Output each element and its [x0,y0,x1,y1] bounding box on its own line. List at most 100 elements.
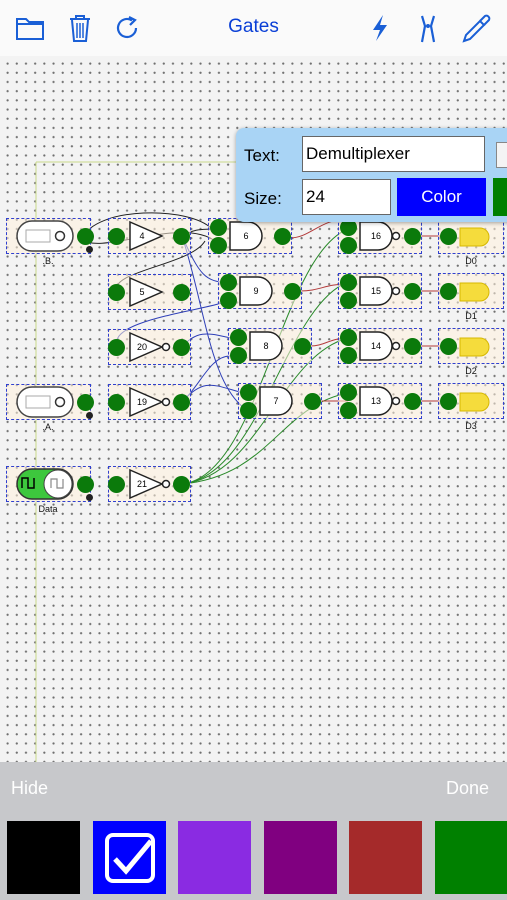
output-pin[interactable] [77,228,94,245]
swatch-purple[interactable] [264,821,337,894]
and-gate[interactable]: 7 [238,383,322,419]
gear-icon[interactable] [86,246,93,253]
text-input[interactable] [302,136,485,172]
not-gate[interactable]: 21 [108,466,191,502]
input-pin[interactable] [340,347,357,364]
input-pin[interactable] [340,329,357,346]
input-pin[interactable] [230,329,247,346]
input-pin[interactable] [340,237,357,254]
input-pin[interactable] [440,228,457,245]
done-button[interactable]: Done [446,778,490,798]
wire-cutter-icon[interactable] [410,10,446,46]
swatch-black[interactable] [7,821,80,894]
input-label: Data [38,504,58,514]
output-pin[interactable] [77,476,94,493]
input-pin[interactable] [240,402,257,419]
led-output-d1[interactable] [438,273,504,309]
clock-input-data[interactable] [6,466,94,502]
nand-gate[interactable]: 15 [338,273,422,309]
input-pin[interactable] [340,219,357,236]
gear-icon[interactable] [86,412,93,419]
input-pin[interactable] [340,402,357,419]
output-pin[interactable] [77,394,94,411]
input-pin[interactable] [108,394,125,411]
input-pin[interactable] [340,292,357,309]
output-pin[interactable] [404,393,421,410]
output-pin[interactable] [294,338,311,355]
toggle-box[interactable] [496,142,507,168]
input-switch-a[interactable] [6,384,94,420]
redo-icon[interactable] [110,10,146,46]
lightning-icon[interactable] [362,10,398,46]
buffer-gate[interactable]: 4 [108,218,191,254]
gate-number: 21 [136,479,147,489]
color-swatch-preview[interactable] [493,178,507,216]
gate-number: 13 [370,396,381,406]
input-pin[interactable] [108,339,125,356]
input-pin[interactable] [340,384,357,401]
input-pin[interactable] [230,347,247,364]
not-gate[interactable]: 20 [108,329,191,365]
trash-icon[interactable] [62,10,98,46]
gate-number: 6 [243,231,249,241]
size-label: Size: [244,189,282,208]
text-label: Text: [244,146,280,165]
output-pin[interactable] [404,228,421,245]
output-pin[interactable] [173,476,190,493]
input-pin[interactable] [220,274,237,291]
input-pin[interactable] [220,292,237,309]
led-output-d2[interactable] [438,328,504,364]
and-gate[interactable]: 9 [218,273,302,309]
text-properties-panel: Text: Size: [236,128,507,222]
eyedropper-icon[interactable] [458,10,494,46]
input-pin[interactable] [440,283,457,300]
circuit-canvas[interactable]: .B. .A. Data 4 5 20 19 [0,56,507,762]
gate-number: 14 [370,341,381,351]
gate-number: 5 [139,287,145,297]
gate-number: 15 [370,286,381,296]
led-output-d3[interactable] [438,383,504,419]
input-pin[interactable] [210,219,227,236]
buffer-gate[interactable]: 5 [108,274,191,310]
nand-gate[interactable]: 13 [338,383,422,419]
color-swatches [0,814,507,900]
input-pin[interactable] [240,384,257,401]
output-pin[interactable] [404,338,421,355]
input-pin[interactable] [440,338,457,355]
folder-icon[interactable] [12,10,48,46]
not-gate[interactable]: 19 [108,384,191,420]
nand-gate[interactable]: 16 [338,218,422,254]
swatch-brown[interactable] [349,821,422,894]
input-pin[interactable] [440,393,457,410]
input-pin[interactable] [108,476,125,493]
gear-icon[interactable] [86,494,93,501]
and-gate[interactable]: 6 [208,218,292,254]
input-pin[interactable] [108,228,125,245]
output-pin[interactable] [284,283,301,300]
input-pin[interactable] [108,284,125,301]
swatch-green[interactable] [435,821,507,894]
input-pin[interactable] [340,274,357,291]
hide-button[interactable]: Hide [11,778,49,798]
and-gate[interactable]: 8 [228,328,312,364]
output-pin[interactable] [173,394,190,411]
output-pin[interactable] [274,228,291,245]
output-pin[interactable] [173,228,190,245]
swatch-violet[interactable] [178,821,251,894]
output-pin[interactable] [404,283,421,300]
nand-gate[interactable]: 14 [338,328,422,364]
input-switch-b[interactable] [6,218,94,254]
input-label: .A. [42,422,54,432]
output-pin[interactable] [173,284,190,301]
input-pin[interactable] [210,237,227,254]
size-input[interactable] [302,179,391,215]
output-pin[interactable] [304,393,321,410]
output-label: D0 [465,256,477,266]
gate-number: 9 [253,286,259,296]
output-label: D2 [465,366,477,376]
color-button[interactable]: Color [397,178,486,216]
led-output-d0[interactable] [438,218,504,254]
gate-number: 7 [273,396,279,406]
swatch-blue[interactable] [93,821,166,894]
output-pin[interactable] [173,339,190,356]
